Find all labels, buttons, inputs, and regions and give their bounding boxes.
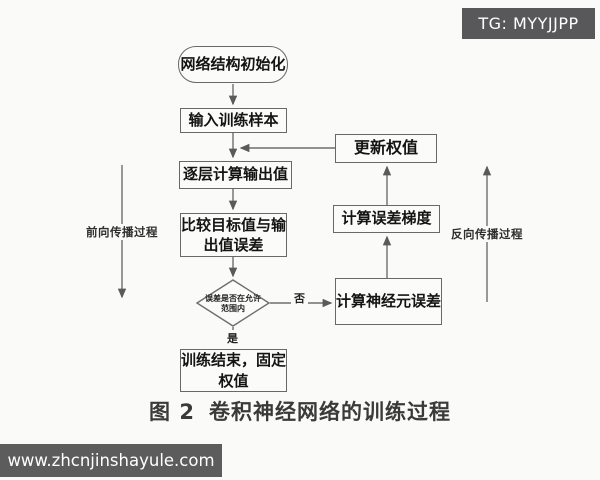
node-layer-output: 逐层计算输出值 <box>179 161 292 189</box>
figure-caption: 图 2 卷积神经网络的训练过程 <box>0 396 600 426</box>
node-input-sample: 输入训练样本 <box>180 108 287 133</box>
node-neuron-error: 计算神经元误差 <box>335 278 442 325</box>
figure-number: 图 2 <box>149 400 195 424</box>
telegram-watermark-badge: TG: MYYJJPP <box>462 8 595 39</box>
figure-title: 卷积神经网络的训练过程 <box>208 400 451 424</box>
node-error-gradient: 计算误差梯度 <box>333 205 440 233</box>
forward-propagation-label: 前向传播过程 <box>83 224 161 240</box>
edge-label-no: 否 <box>291 290 308 306</box>
node-start: 网络结构初始化 <box>178 46 288 83</box>
decision-diamond-shape <box>195 279 271 327</box>
node-compare-error: 比较目标值与输 出值误差 <box>180 213 287 257</box>
node-train-end: 训练结束，固定 权值 <box>180 349 287 392</box>
backward-propagation-label: 反向传播过程 <box>448 226 526 242</box>
website-watermark-bar: www.zhcnjinshayule.com <box>0 444 222 477</box>
node-update-weights: 更新权值 <box>335 134 437 163</box>
node-decision: 误差是否在允许 范围内 <box>205 293 261 313</box>
edge-label-yes: 是 <box>224 330 241 346</box>
